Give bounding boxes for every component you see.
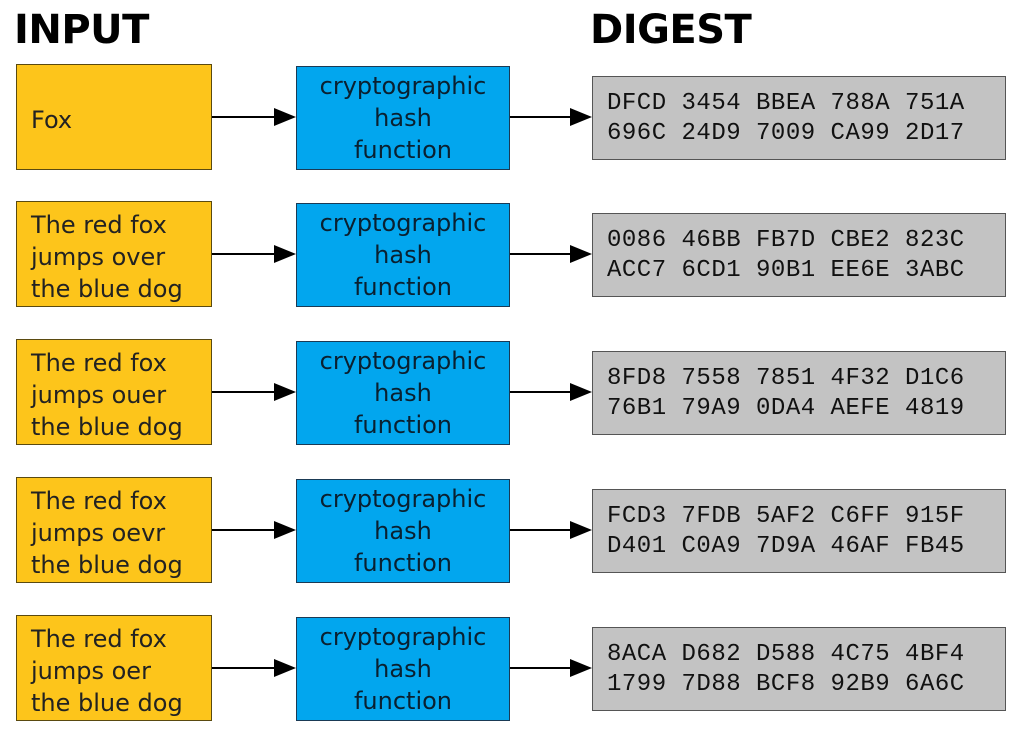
digest-line: D401 C0A9 7D9A 46AF FB45 [607, 533, 965, 560]
digest-box: DFCD 3454 BBEA 788A 751A 696C 24D9 7009 C… [592, 76, 1006, 160]
digest-line: DFCD 3454 BBEA 788A 751A [607, 90, 965, 117]
digest-line: FCD3 7FDB 5AF2 C6FF 915F [607, 503, 965, 530]
hash-function-box: cryptographic hash function [296, 203, 510, 307]
arrow-input-to-hash-icon [212, 245, 296, 263]
input-text: The red fox jumps oevr the blue dog [31, 487, 183, 579]
hash-function-label: cryptographic [319, 72, 487, 100]
hash-function-label: hash [374, 379, 432, 407]
digest-line: 8FD8 7558 7851 4F32 D1C6 [607, 365, 965, 392]
arrow-input-to-hash-icon [212, 521, 296, 539]
input-text: Fox [31, 106, 73, 134]
input-box: The red fox jumps oevr the blue dog [16, 477, 212, 583]
hash-function-label: function [353, 549, 453, 577]
digest-box: 8FD8 7558 7851 4F32 D1C6 76B1 79A9 0DA4 A… [592, 351, 1006, 435]
digest-line: 696C 24D9 7009 CA99 2D17 [607, 120, 965, 147]
hash-function-box: cryptographic hash function [296, 341, 510, 445]
digest-line: 76B1 79A9 0DA4 AEFE 4819 [607, 395, 965, 422]
hash-function-label: cryptographic [319, 485, 487, 513]
input-text: The red fox jumps over the blue dog [31, 211, 183, 303]
input-box: The red fox jumps ouer the blue dog [16, 339, 212, 445]
digest-column-header: DIGEST [590, 7, 752, 53]
arrow-hash-to-digest-icon [510, 245, 592, 263]
hash-function-label: cryptographic [319, 347, 487, 375]
input-text: The red fox jumps ouer the blue dog [31, 349, 183, 441]
input-text: The red fox jumps oer the blue dog [31, 625, 183, 717]
digest-line: 8ACA D682 D588 4C75 4BF4 [607, 641, 965, 668]
hash-function-label: hash [374, 104, 432, 132]
input-box: Fox [16, 64, 212, 170]
digest-box: 0086 46BB FB7D CBE2 823C ACC7 6CD1 90B1 E… [592, 213, 1006, 297]
arrow-input-to-hash-icon [212, 108, 296, 126]
digest-line: 1799 7D88 BCF8 92B9 6A6C [607, 671, 965, 698]
input-box: The red fox jumps over the blue dog [16, 201, 212, 307]
hash-function-label: cryptographic [319, 623, 487, 651]
input-box: The red fox jumps oer the blue dog [16, 615, 212, 721]
hash-function-label: function [353, 687, 453, 715]
hash-function-label: hash [374, 655, 432, 683]
digest-box: 8ACA D682 D588 4C75 4BF4 1799 7D88 BCF8 9… [592, 627, 1006, 711]
input-column-header: INPUT [14, 7, 149, 53]
hash-function-label: hash [374, 241, 432, 269]
hash-function-label: function [353, 273, 453, 301]
arrow-hash-to-digest-icon [510, 659, 592, 677]
hash-function-box: cryptographic hash function [296, 479, 510, 583]
digest-line: 0086 46BB FB7D CBE2 823C [607, 227, 965, 254]
hash-function-label: function [353, 411, 453, 439]
arrow-input-to-hash-icon [212, 383, 296, 401]
hash-function-box: cryptographic hash function [296, 617, 510, 721]
hash-function-box: cryptographic hash function [296, 66, 510, 170]
arrow-hash-to-digest-icon [510, 521, 592, 539]
arrow-hash-to-digest-icon [510, 108, 592, 126]
arrow-input-to-hash-icon [212, 659, 296, 677]
digest-box: FCD3 7FDB 5AF2 C6FF 915F D401 C0A9 7D9A 4… [592, 489, 1006, 573]
hash-function-label: cryptographic [319, 209, 487, 237]
hash-function-label: hash [374, 517, 432, 545]
arrow-hash-to-digest-icon [510, 383, 592, 401]
hash-function-label: function [353, 136, 453, 164]
digest-line: ACC7 6CD1 90B1 EE6E 3ABC [607, 257, 965, 284]
